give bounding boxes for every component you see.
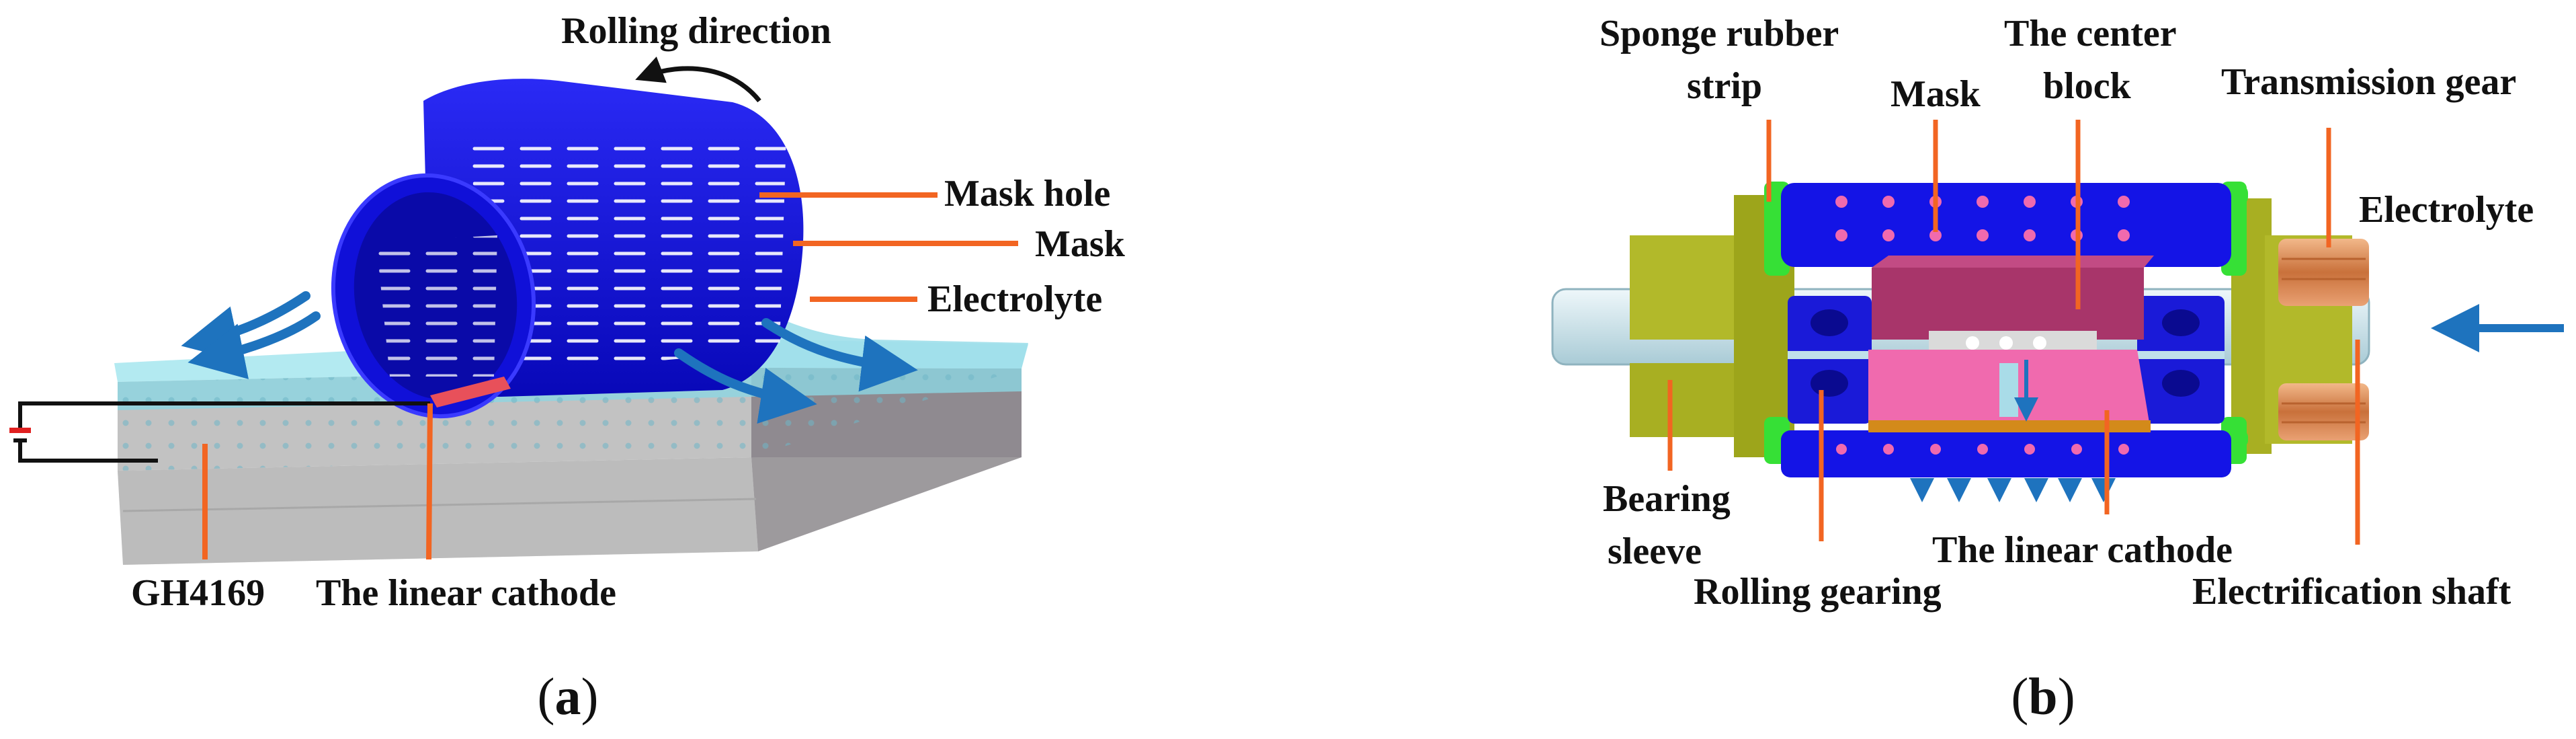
label-rolling-gearing: Rolling gearing [1694, 571, 1942, 613]
leader-lines-a [202, 192, 1018, 560]
flow-arrow-icon [181, 291, 918, 424]
label-mask: Mask [1891, 73, 1981, 115]
caption-a: (a) [538, 667, 599, 726]
panel-a: Rolling direction Mask hole Mask Electro… [9, 10, 1126, 726]
center-block [1872, 256, 2154, 351]
label-sponge-rubber-strip-2: strip [1687, 65, 1762, 107]
rotation-arrow-icon [635, 56, 761, 103]
label-bearing-sleeve-2: sleeve [1608, 531, 1702, 572]
rolling-gearing [1788, 296, 2225, 424]
label-mask-hole: Mask hole [944, 173, 1110, 215]
panel-b: Sponge rubber strip Mask The center bloc… [1551, 13, 2564, 726]
label-center-block-1: The center [2004, 13, 2177, 54]
mask-cylinder [331, 79, 804, 419]
label-electrification-shaft: Electrification shaft [2192, 571, 2511, 613]
mask-drum [1781, 183, 2231, 477]
label-rolling-direction: Rolling direction [561, 10, 831, 52]
label-center-block-2: block [2043, 65, 2132, 107]
linear-cathode-strip [430, 377, 511, 407]
caption-b: (b) [2011, 667, 2075, 726]
leader-lines-b [1667, 120, 2360, 545]
label-mask: Mask [1035, 223, 1126, 265]
label-linear-cathode: The linear cathode [316, 572, 616, 614]
label-sponge-rubber-strip-1: Sponge rubber [1599, 13, 1839, 54]
label-gh4169: GH4169 [131, 572, 265, 614]
power-source-icon [9, 401, 430, 463]
label-electrolyte-b: Electrolyte [2359, 189, 2534, 231]
label-electrolyte: Electrolyte [927, 278, 1102, 320]
label-linear-cathode-b: The linear cathode [1932, 529, 2233, 571]
label-bearing-sleeve-1: Bearing [1603, 478, 1731, 520]
linear-cathode [1868, 350, 2151, 432]
label-transmission-gear: Transmission gear [2221, 61, 2516, 103]
transmission-gear [2278, 239, 2369, 440]
outflow-arrow-icon [1910, 360, 2116, 502]
